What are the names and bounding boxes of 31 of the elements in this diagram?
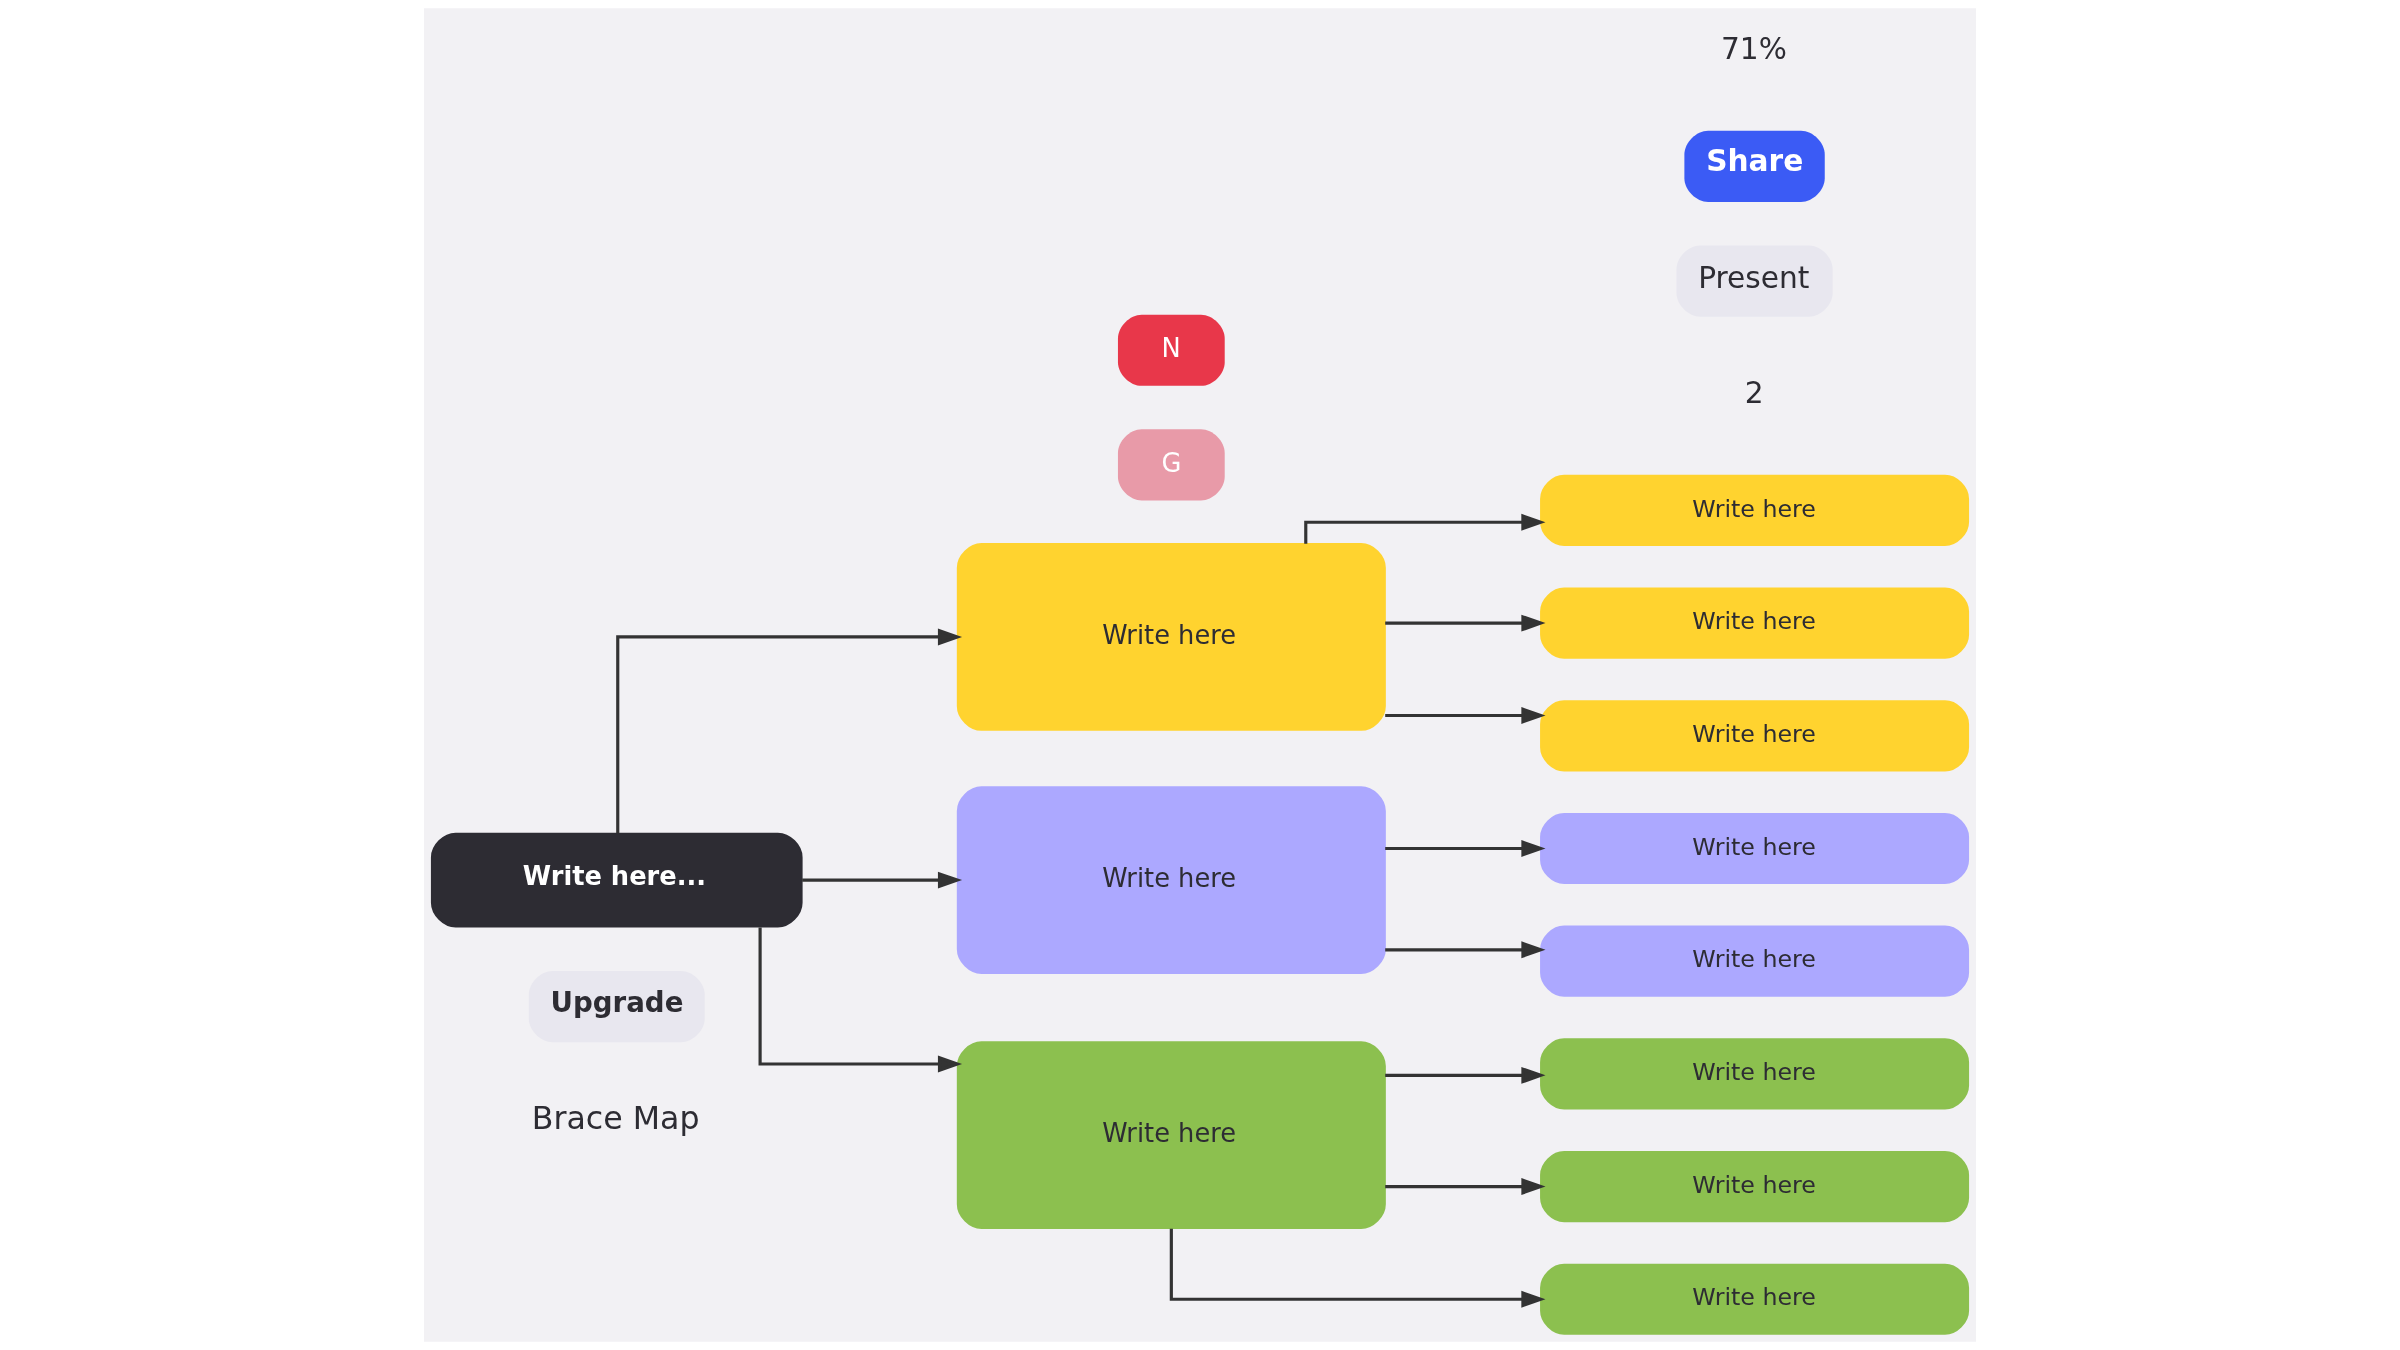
- label: G: [1161, 447, 1182, 478]
- arrow: [1385, 1178, 1546, 1195]
- arrow: [1385, 707, 1546, 724]
- node-box: Write here: [1540, 1263, 1970, 1335]
- arrow: [1385, 614, 1546, 632]
- label: Brace Map: [531, 1099, 700, 1136]
- arrow: [1304, 513, 1546, 544]
- node-box: Write here: [1540, 1151, 1970, 1223]
- node-box: Write here: [956, 786, 1386, 975]
- node-box: Write here: [1540, 1038, 1970, 1110]
- label: Share: [1706, 143, 1804, 179]
- node-box: Write here: [1540, 587, 1970, 659]
- arrow: [1169, 1228, 1546, 1308]
- arrow: [758, 927, 963, 1073]
- label: N: [1161, 332, 1181, 363]
- node-box: Write here...: [430, 832, 803, 928]
- label: Present: [1698, 259, 1810, 295]
- node-box: Write here: [956, 1041, 1386, 1230]
- arrow: [1385, 941, 1546, 959]
- arrow: [616, 628, 963, 834]
- arrow: [802, 871, 963, 889]
- node-box: Write here: [1540, 474, 1970, 546]
- node-box: Write here: [1540, 925, 1970, 997]
- label: Upgrade: [550, 985, 684, 1019]
- node-box: Write here: [956, 543, 1386, 731]
- arrow: [1385, 1066, 1546, 1084]
- label: 2: [1744, 374, 1764, 410]
- label: 71%: [1720, 30, 1787, 66]
- node-box: Write here: [1540, 700, 1970, 772]
- arrow: [1385, 840, 1546, 857]
- node-box: Write here: [1540, 812, 1970, 885]
